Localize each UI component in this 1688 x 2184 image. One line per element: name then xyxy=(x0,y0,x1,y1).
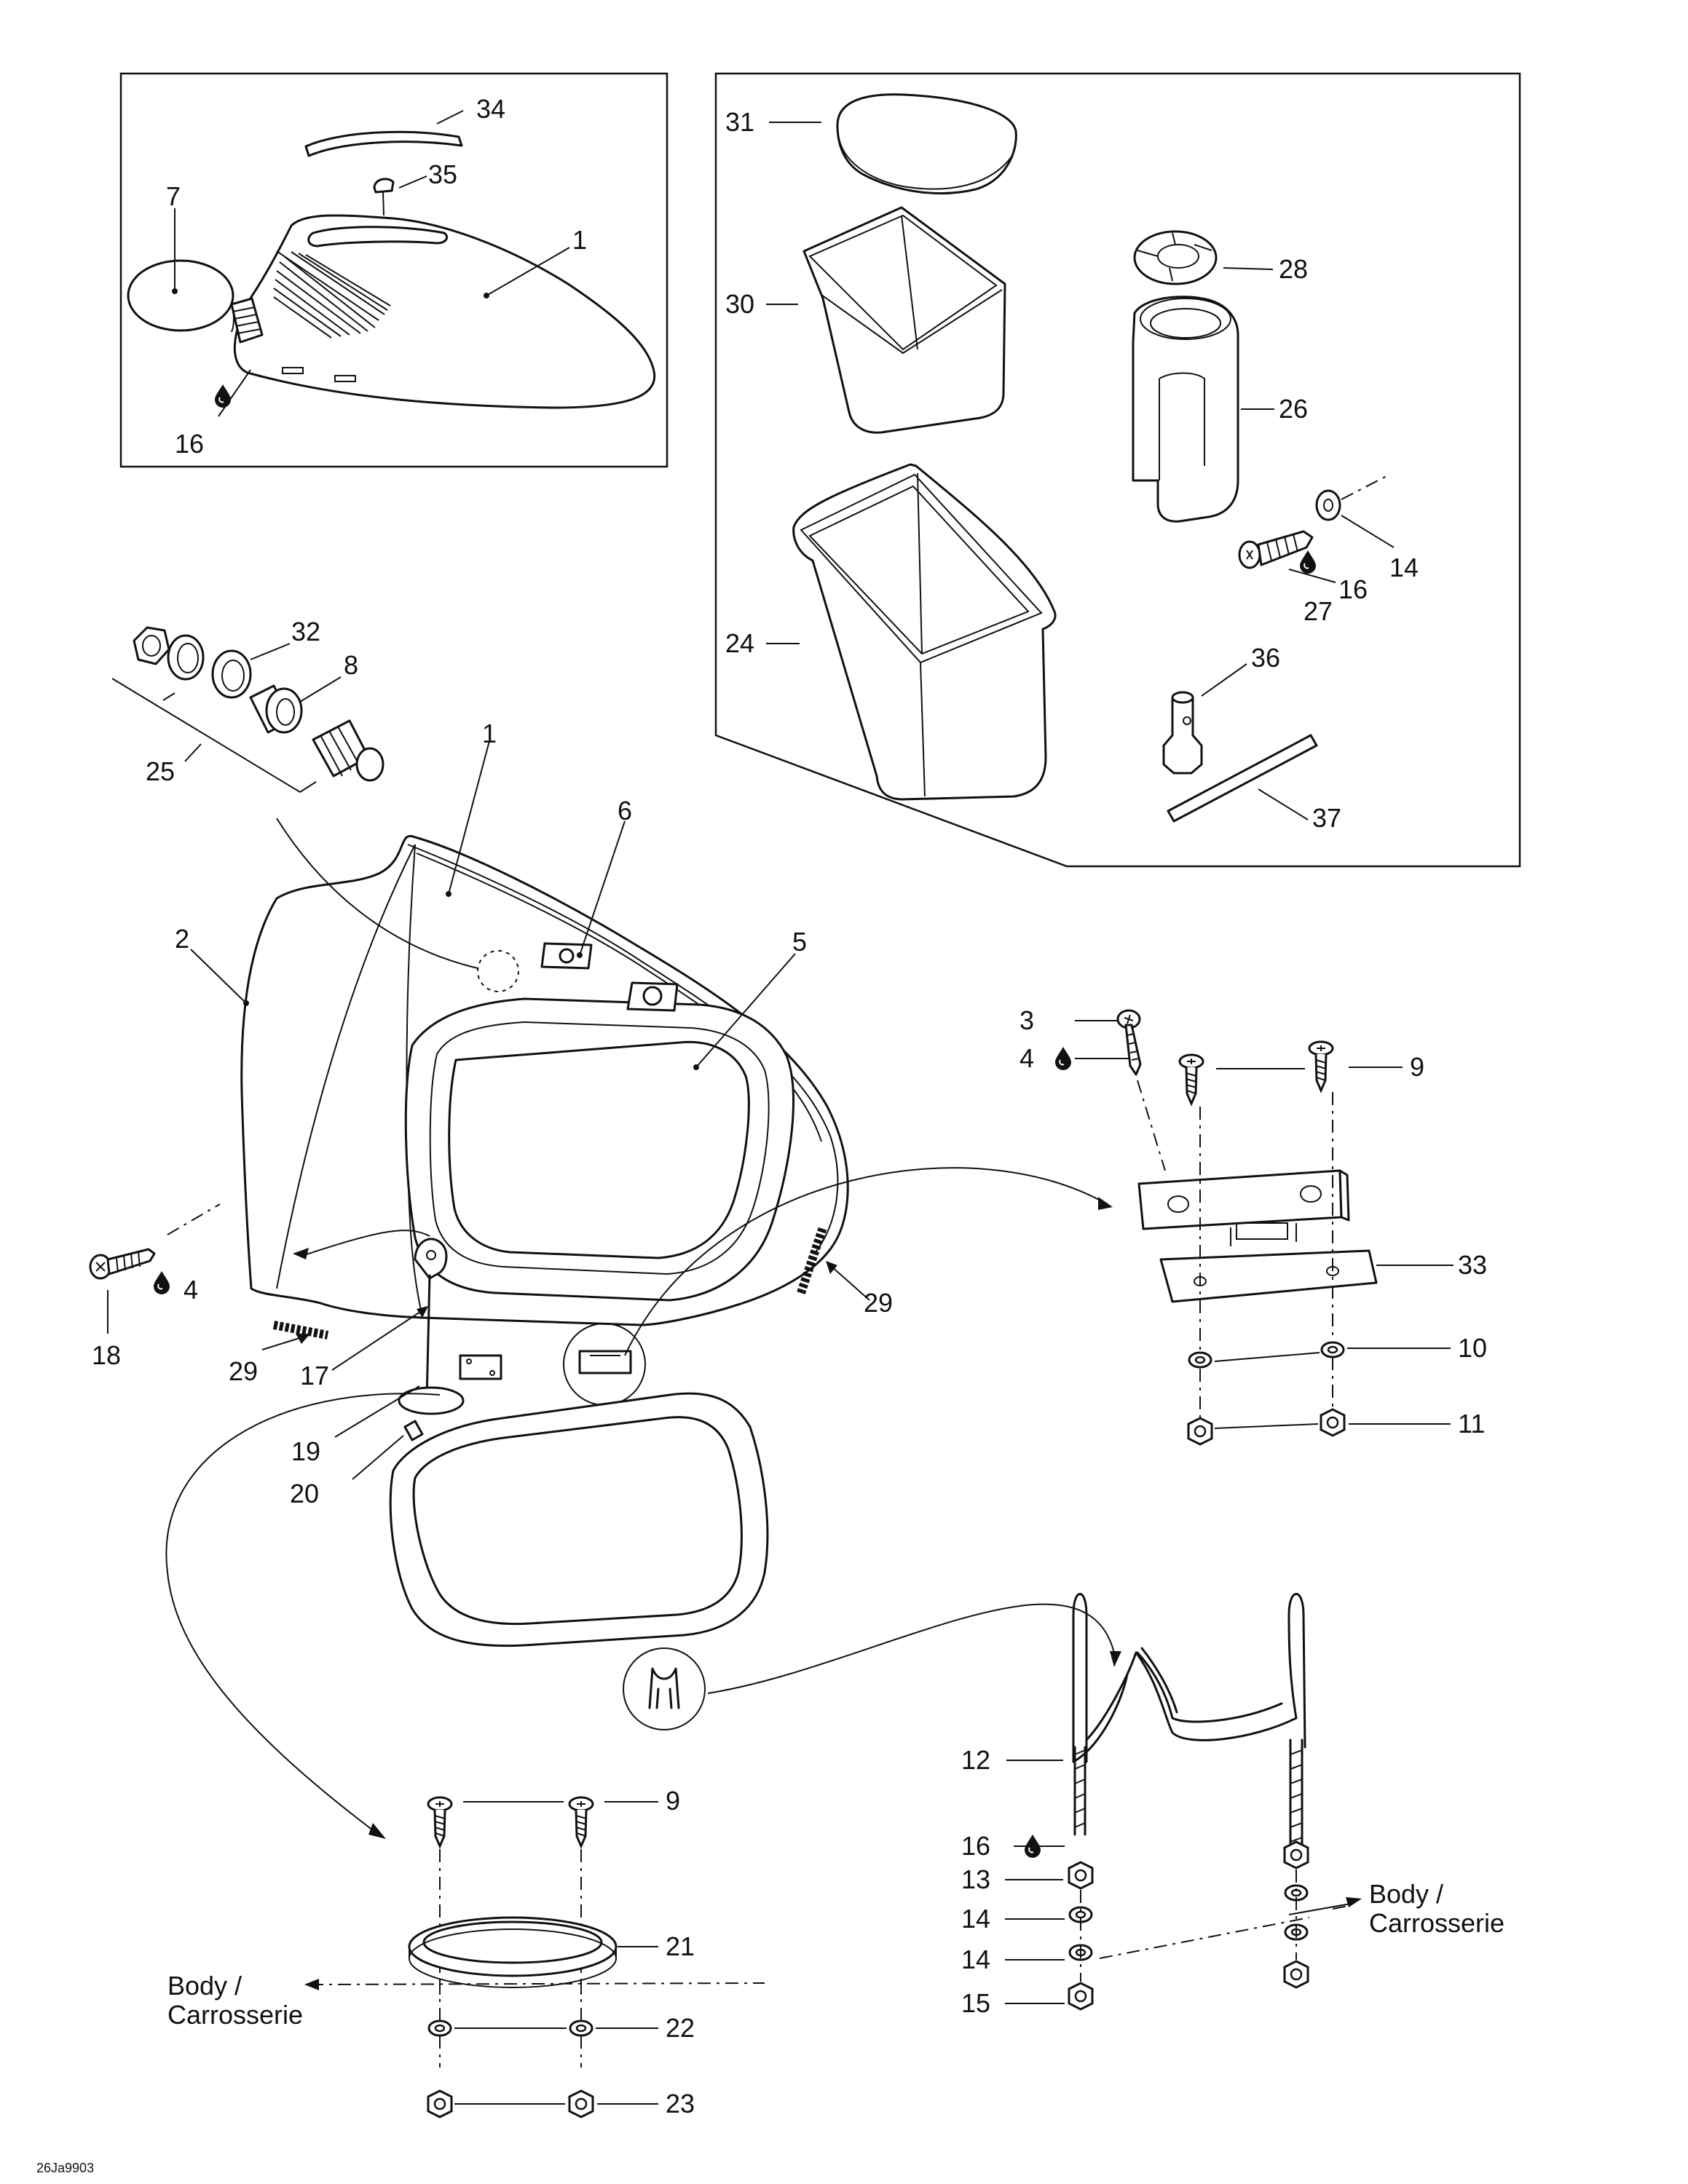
callout-16: 16 xyxy=(1338,574,1368,604)
callout-25: 25 xyxy=(146,756,175,786)
inner-bin-part xyxy=(802,206,1006,434)
callout-23: 23 xyxy=(666,2089,695,2118)
tool-part xyxy=(1162,691,1203,775)
plug-part xyxy=(312,719,384,782)
cup-holder-part xyxy=(1132,296,1239,523)
storage-bin-box xyxy=(714,72,1521,868)
callout-31: 31 xyxy=(725,107,754,137)
body-label-left: Body / Carrosserie xyxy=(167,1971,303,2030)
callout-6: 6 xyxy=(618,796,632,826)
callout-5: 5 xyxy=(792,927,807,957)
rivet-part xyxy=(373,178,395,216)
callout-30: 30 xyxy=(725,289,754,319)
callout-34: 34 xyxy=(476,94,505,124)
hinge-part xyxy=(459,1354,502,1380)
rod-part xyxy=(1167,734,1318,823)
u-bolt-part xyxy=(1072,1593,1306,1851)
callout-14: 14 xyxy=(961,1904,990,1934)
callout-21: 21 xyxy=(666,1931,695,1961)
callout-9: 9 xyxy=(666,1786,680,1816)
hinge-screw-3 xyxy=(1116,1009,1142,1076)
callout-35: 35 xyxy=(428,159,457,189)
callout-22: 22 xyxy=(666,2013,695,2043)
callout-labels: 34 35 7 1 16 31 30 28 26 14 16 27 24 36 … xyxy=(92,94,1487,2118)
body-label-right: Body / Carrosserie xyxy=(1369,1879,1504,1938)
callout-36: 36 xyxy=(1251,643,1280,673)
hinge-assembly xyxy=(1054,1009,1454,1446)
callout-11: 11 xyxy=(1458,1409,1485,1439)
callout-4: 4 xyxy=(1019,1043,1034,1073)
callout-33: 33 xyxy=(1458,1250,1487,1280)
ring-mount-assembly xyxy=(304,1796,765,2118)
cover-part xyxy=(233,214,656,409)
ring-part xyxy=(408,1916,618,1988)
document-code: 26Ja9903 xyxy=(36,2161,94,2175)
callout-8: 8 xyxy=(344,650,358,680)
cup-holder-cap-part xyxy=(1133,230,1218,285)
glove-box-body xyxy=(89,740,1121,1839)
callout-29: 29 xyxy=(864,1288,893,1318)
callout-14: 14 xyxy=(1389,553,1419,582)
callout-1: 1 xyxy=(482,719,497,748)
outer-bin-part xyxy=(792,463,1057,801)
callout-20: 20 xyxy=(290,1479,319,1508)
callout-13: 13 xyxy=(961,1864,990,1894)
washer-part xyxy=(1315,489,1341,521)
nut-part xyxy=(133,626,170,665)
cap-part xyxy=(127,259,234,332)
callout-29: 29 xyxy=(229,1356,258,1386)
callout-28: 28 xyxy=(1279,254,1308,284)
callout-10: 10 xyxy=(1458,1333,1487,1363)
callout-1: 1 xyxy=(572,225,587,255)
callout-24: 24 xyxy=(725,628,754,658)
body-label-line2: Carrosserie xyxy=(1369,1908,1504,1938)
callout-17: 17 xyxy=(300,1361,329,1390)
callout-4: 4 xyxy=(184,1275,198,1305)
callout-7: 7 xyxy=(166,181,181,211)
body-label-line1: Body / xyxy=(1369,1879,1443,1909)
callout-9: 9 xyxy=(1410,1052,1424,1082)
callout-37: 37 xyxy=(1312,803,1341,833)
callout-16: 16 xyxy=(175,429,204,459)
callout-16: 16 xyxy=(961,1831,990,1861)
clip-part xyxy=(304,130,463,157)
callout-12: 12 xyxy=(961,1745,990,1775)
callout-3: 3 xyxy=(1019,1005,1034,1035)
spout-part xyxy=(230,297,264,344)
side-screw-part xyxy=(89,1248,156,1280)
callout-27: 27 xyxy=(1304,596,1333,626)
callout-32: 32 xyxy=(291,617,320,646)
screw-part xyxy=(1238,530,1314,569)
callout-26: 26 xyxy=(1279,394,1308,424)
callout-2: 2 xyxy=(175,924,189,954)
bin-lid-part xyxy=(836,93,1017,195)
callout-15: 15 xyxy=(961,1988,990,2018)
callout-19: 19 xyxy=(291,1436,320,1466)
grommet-part xyxy=(249,684,303,734)
u-bolt-assembly xyxy=(1005,1593,1362,2011)
cover-assembly-box xyxy=(119,72,669,468)
body-label-line2: Carrosserie xyxy=(167,2000,303,2030)
callout-18: 18 xyxy=(92,1340,121,1370)
callout-14: 14 xyxy=(961,1944,990,1974)
body-label-line1: Body / xyxy=(167,1971,242,2001)
drain-fitting-assembly xyxy=(111,626,384,793)
